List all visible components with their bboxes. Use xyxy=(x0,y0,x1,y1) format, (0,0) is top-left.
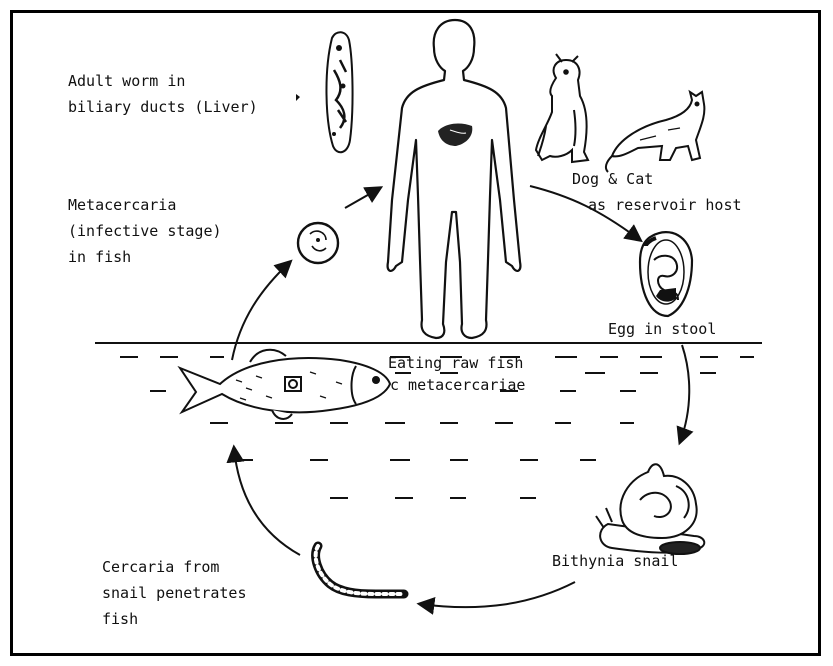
label-reservoir-line-2: as reservoir host xyxy=(562,192,742,218)
label-reservoir-host: Dog & Cat as reservoir host xyxy=(562,166,742,218)
label-metacercaria: Metacercaria (infective stage) in fish xyxy=(68,192,222,270)
label-metacercaria-line-3: in fish xyxy=(68,244,222,270)
metacercaria-cyst-icon xyxy=(298,223,338,263)
label-eating-raw-fish: Eating raw fish c metacercariae xyxy=(388,352,525,396)
label-metacercaria-line-1: Metacercaria xyxy=(68,192,222,218)
arrow-fish-to-metacercaria xyxy=(232,262,290,360)
label-egg-in-stool: Egg in stool xyxy=(608,316,716,342)
label-cercaria-line-1: Cercaria from xyxy=(102,554,247,580)
dog-icon xyxy=(536,54,588,162)
cercaria-icon xyxy=(316,546,404,594)
label-adult-worm-line-1: Adult worm in xyxy=(68,68,258,94)
label-adult-worm: Adult worm in biliary ducts (Liver) xyxy=(68,68,258,120)
label-metacercaria-line-2: (infective stage) xyxy=(68,218,222,244)
arrow-snail-to-cercaria xyxy=(420,582,575,607)
label-cercaria-line-3: fish xyxy=(102,606,247,632)
cat-icon xyxy=(606,92,704,172)
arrow-egg-to-snail xyxy=(680,345,689,442)
label-eating-line-1: Eating raw fish xyxy=(388,352,525,374)
label-reservoir-line-1: Dog & Cat xyxy=(562,166,742,192)
label-adult-worm-line-2: biliary ducts (Liver) xyxy=(68,94,258,120)
human-figure-icon xyxy=(388,20,521,338)
label-cercaria: Cercaria from snail penetrates fish xyxy=(102,554,247,632)
arrow-cercaria-to-fish xyxy=(234,448,300,555)
arrow-metacercaria-to-human xyxy=(345,188,380,208)
adult-worm-icon xyxy=(296,32,353,152)
label-cercaria-line-2: snail penetrates xyxy=(102,580,247,606)
snail-icon xyxy=(596,464,704,554)
fish-icon xyxy=(180,350,390,419)
label-eating-line-2: c metacercariae xyxy=(388,374,525,396)
label-bithynia-snail: Bithynia snail xyxy=(552,548,678,574)
egg-icon xyxy=(640,232,692,316)
